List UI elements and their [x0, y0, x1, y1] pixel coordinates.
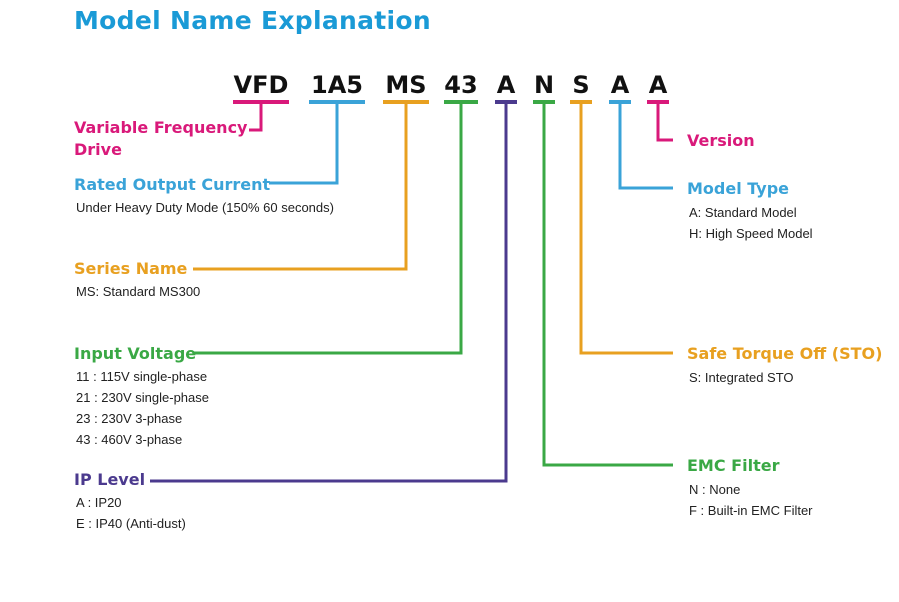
code-segment-text: N	[534, 71, 554, 99]
field-description: E : IP40 (Anti-dust)	[76, 516, 186, 531]
connector-line	[249, 102, 263, 132]
code-segment-9: A	[647, 71, 669, 104]
connector-line	[579, 102, 673, 355]
field-description: S: Integrated STO	[689, 370, 794, 385]
code-segment-text: 43	[444, 71, 477, 99]
connector-line	[542, 102, 673, 467]
field-description: Under Heavy Duty Mode (150% 60 seconds)	[76, 200, 334, 215]
code-segment-3: MS	[383, 71, 429, 104]
field-label: EMC Filter	[687, 456, 780, 475]
field-8: Model Type A: Standard Model H: High Speed…	[687, 179, 813, 241]
field-label: Series Name	[74, 259, 188, 278]
field-description: MS: Standard MS300	[76, 284, 200, 299]
field-description: F : Built-in EMC Filter	[689, 503, 813, 518]
field-label: Version	[687, 131, 755, 150]
field-label: Safe Torque Off (STO)	[687, 344, 882, 363]
page-title: Model Name Explanation	[74, 6, 431, 35]
field-label: Rated Output Current	[74, 175, 271, 194]
field-9: Version	[687, 131, 755, 150]
field-description: 11 : 115V single-phase	[76, 369, 207, 384]
code-segment-7: S	[570, 71, 592, 104]
connector-line	[656, 102, 673, 142]
field-description: N : None	[689, 482, 740, 497]
field-label: Model Type	[687, 179, 789, 198]
code-segment-text: MS	[385, 71, 426, 99]
field-label: Input Voltage	[74, 344, 196, 363]
field-label: IP Level	[74, 470, 145, 489]
field-4: Input Voltage 11 : 115V single-phase 21 : …	[74, 344, 209, 447]
code-segment-1: VFD	[233, 71, 289, 104]
code-segment-6: N	[533, 71, 555, 104]
field-6: EMC Filter N : None F : Built-in EMC Filte…	[687, 456, 813, 518]
field-label-line2: Drive	[74, 140, 122, 159]
connector-line	[269, 102, 339, 185]
field-5: IP Level A : IP20 E : IP40 (Anti-dust)	[74, 470, 186, 531]
code-segment-text: A	[611, 71, 630, 99]
code-segment-text: A	[497, 71, 516, 99]
connector-line	[150, 102, 508, 483]
connector-line	[193, 102, 408, 271]
connector-line	[193, 102, 463, 355]
field-description: 23 : 230V 3-phase	[76, 411, 182, 426]
connector-line	[618, 102, 673, 190]
code-segment-4: 43	[444, 71, 478, 104]
code-segment-text: VFD	[234, 71, 289, 99]
code-segment-text: A	[649, 71, 668, 99]
code-segment-text: 1A5	[311, 71, 363, 99]
field-description: 21 : 230V single-phase	[76, 390, 209, 405]
code-segment-8: A	[609, 71, 631, 104]
field-label: Variable Frequency	[74, 118, 248, 137]
code-segment-2: 1A5	[309, 71, 365, 104]
field-description: A : IP20	[76, 495, 122, 510]
field-description: A: Standard Model	[689, 205, 797, 220]
field-description: 43 : 460V 3-phase	[76, 432, 182, 447]
code-segment-text: S	[572, 71, 589, 99]
code-segment-5: A	[495, 71, 517, 104]
field-7: Safe Torque Off (STO) S: Integrated STO	[687, 344, 882, 385]
field-description: H: High Speed Model	[689, 226, 813, 241]
